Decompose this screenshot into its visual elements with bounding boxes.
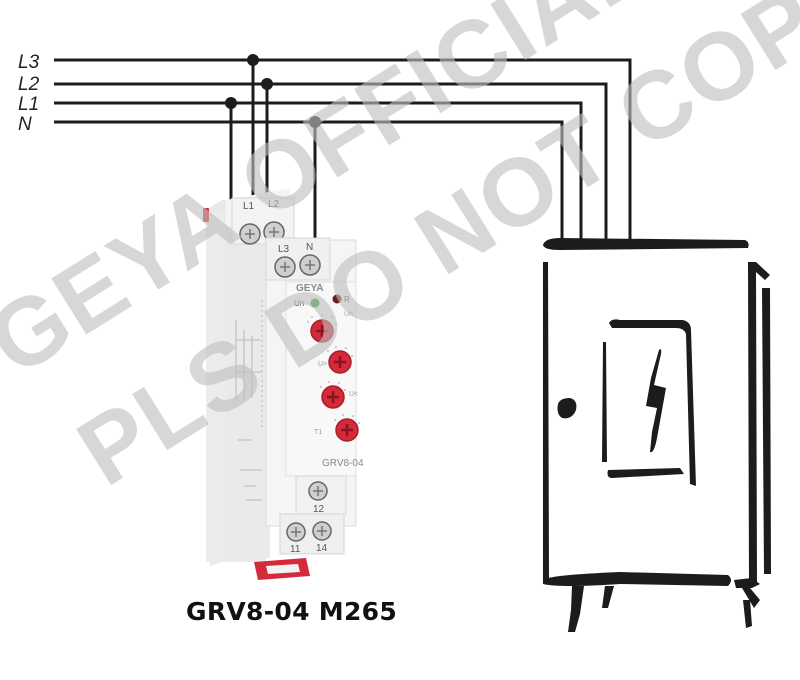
relay-brand: GEYA	[296, 283, 323, 294]
junction-n	[309, 116, 321, 128]
terminal-label-n: N	[306, 242, 313, 253]
terminal-label-12: 12	[313, 504, 325, 515]
line-l2	[54, 82, 608, 240]
knob-label-t1: T1	[314, 429, 322, 436]
terminal-label-l1: L1	[243, 201, 255, 212]
terminal-label-11: 11	[290, 544, 301, 555]
relay-model-label: GRV8-04	[322, 458, 364, 469]
led-label-r: R	[344, 295, 350, 304]
knobs	[310, 319, 359, 442]
relay-device	[203, 188, 360, 580]
line-n	[54, 120, 564, 240]
led-un	[310, 298, 320, 308]
phase-label-l1: L1	[18, 94, 39, 115]
terminal-label-l2: L2	[268, 199, 280, 210]
junction-l1	[225, 97, 237, 109]
junction-l3	[247, 54, 259, 66]
product-caption: GRV8-04 M265	[186, 597, 398, 626]
led-r	[332, 294, 342, 304]
terminal-label-l3: L3	[278, 244, 290, 255]
electrical-cabinet	[543, 238, 771, 632]
knob-label-u-under: U<	[349, 391, 358, 398]
junction-dots	[225, 54, 321, 128]
phase-label-n: N	[18, 114, 32, 135]
junction-l2	[261, 78, 273, 90]
door-handle	[557, 398, 577, 419]
line-l3	[54, 58, 632, 240]
phase-label-l2: L2	[18, 74, 40, 95]
knob-label-un: Un	[344, 311, 353, 318]
terminal-label-14: 14	[316, 543, 328, 554]
phase-label-l3: L3	[18, 52, 40, 73]
high-voltage-lightning-icon	[646, 349, 666, 453]
led-label-un: Un	[294, 299, 304, 308]
knob-label-u-over: U>	[318, 361, 327, 368]
